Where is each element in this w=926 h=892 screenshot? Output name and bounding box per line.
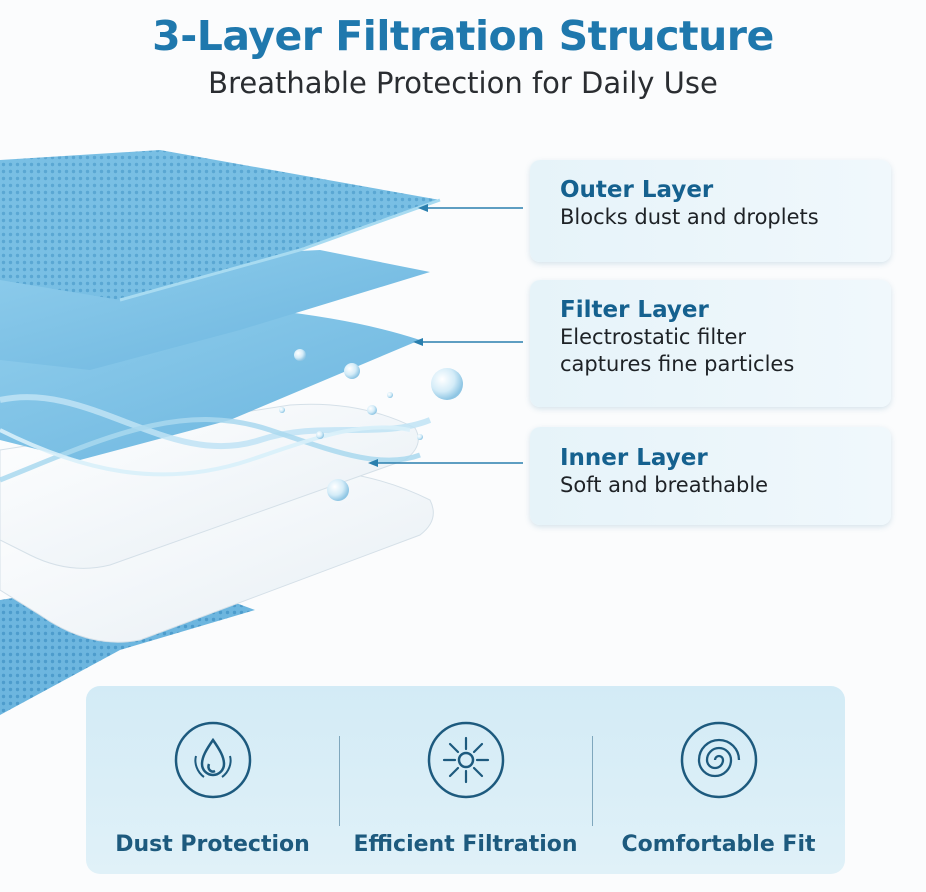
outer-layer-sheet: [0, 150, 440, 300]
particle-bubble: [279, 407, 285, 413]
filter-layer-description-line-2: captures fine particles: [560, 352, 795, 376]
particle-bubble: [367, 405, 377, 415]
filter-layer-title: Filter Layer: [560, 297, 709, 323]
feature-label: Comfortable Fit: [621, 832, 816, 857]
inner-layer-title: Inner Layer: [560, 445, 708, 471]
callout-outer-layer: Outer Layer Blocks dust and droplets: [530, 160, 891, 262]
pointer-outer: [418, 204, 523, 212]
feature-divider: [339, 736, 340, 826]
droplet-shield-icon: [174, 721, 251, 799]
feature-comfortable-fit: Comfortable Fit: [592, 686, 845, 874]
feature-label: Efficient Filtration: [353, 832, 578, 857]
pointer-inner: [368, 459, 523, 467]
filter-layer-description-line-1: Electrostatic filter: [560, 325, 747, 349]
feature-label: Dust Protection: [115, 832, 310, 857]
callout-inner-layer: Inner Layer Soft and breathable: [530, 427, 891, 525]
page-title: 3-Layer Filtration Structure: [152, 12, 774, 60]
airflow-ribbon: [0, 425, 411, 477]
outer-layer-description: Blocks dust and droplets: [560, 205, 819, 229]
outer-layer-title: Outer Layer: [560, 177, 714, 203]
particle-bubble: [344, 363, 360, 379]
spiral-icon: [680, 721, 757, 799]
particle-bubble: [387, 392, 393, 398]
airflow-ribbon: [0, 417, 421, 483]
pointer-filter: [413, 338, 523, 346]
particle-bubble: [417, 434, 423, 440]
feature-dust-protection: Dust Protection: [86, 686, 339, 874]
filter-burst-icon: [427, 721, 504, 799]
inner-layer-description: Soft and breathable: [560, 473, 769, 497]
particle-bubble: [316, 431, 324, 439]
feature-divider: [592, 736, 593, 826]
particle-bubble: [327, 479, 349, 501]
airflow-ribbon: [0, 394, 432, 450]
callout-filter-layer: Filter Layer Electrostatic filter captur…: [530, 280, 891, 407]
particle-bubble: [431, 368, 463, 400]
particle-bubble: [294, 349, 306, 361]
features-panel: Dust Protection Efficient Filtration Com: [86, 686, 845, 874]
feature-efficient-filtration: Efficient Filtration: [339, 686, 592, 874]
page-subtitle: Breathable Protection for Daily Use: [208, 66, 718, 100]
